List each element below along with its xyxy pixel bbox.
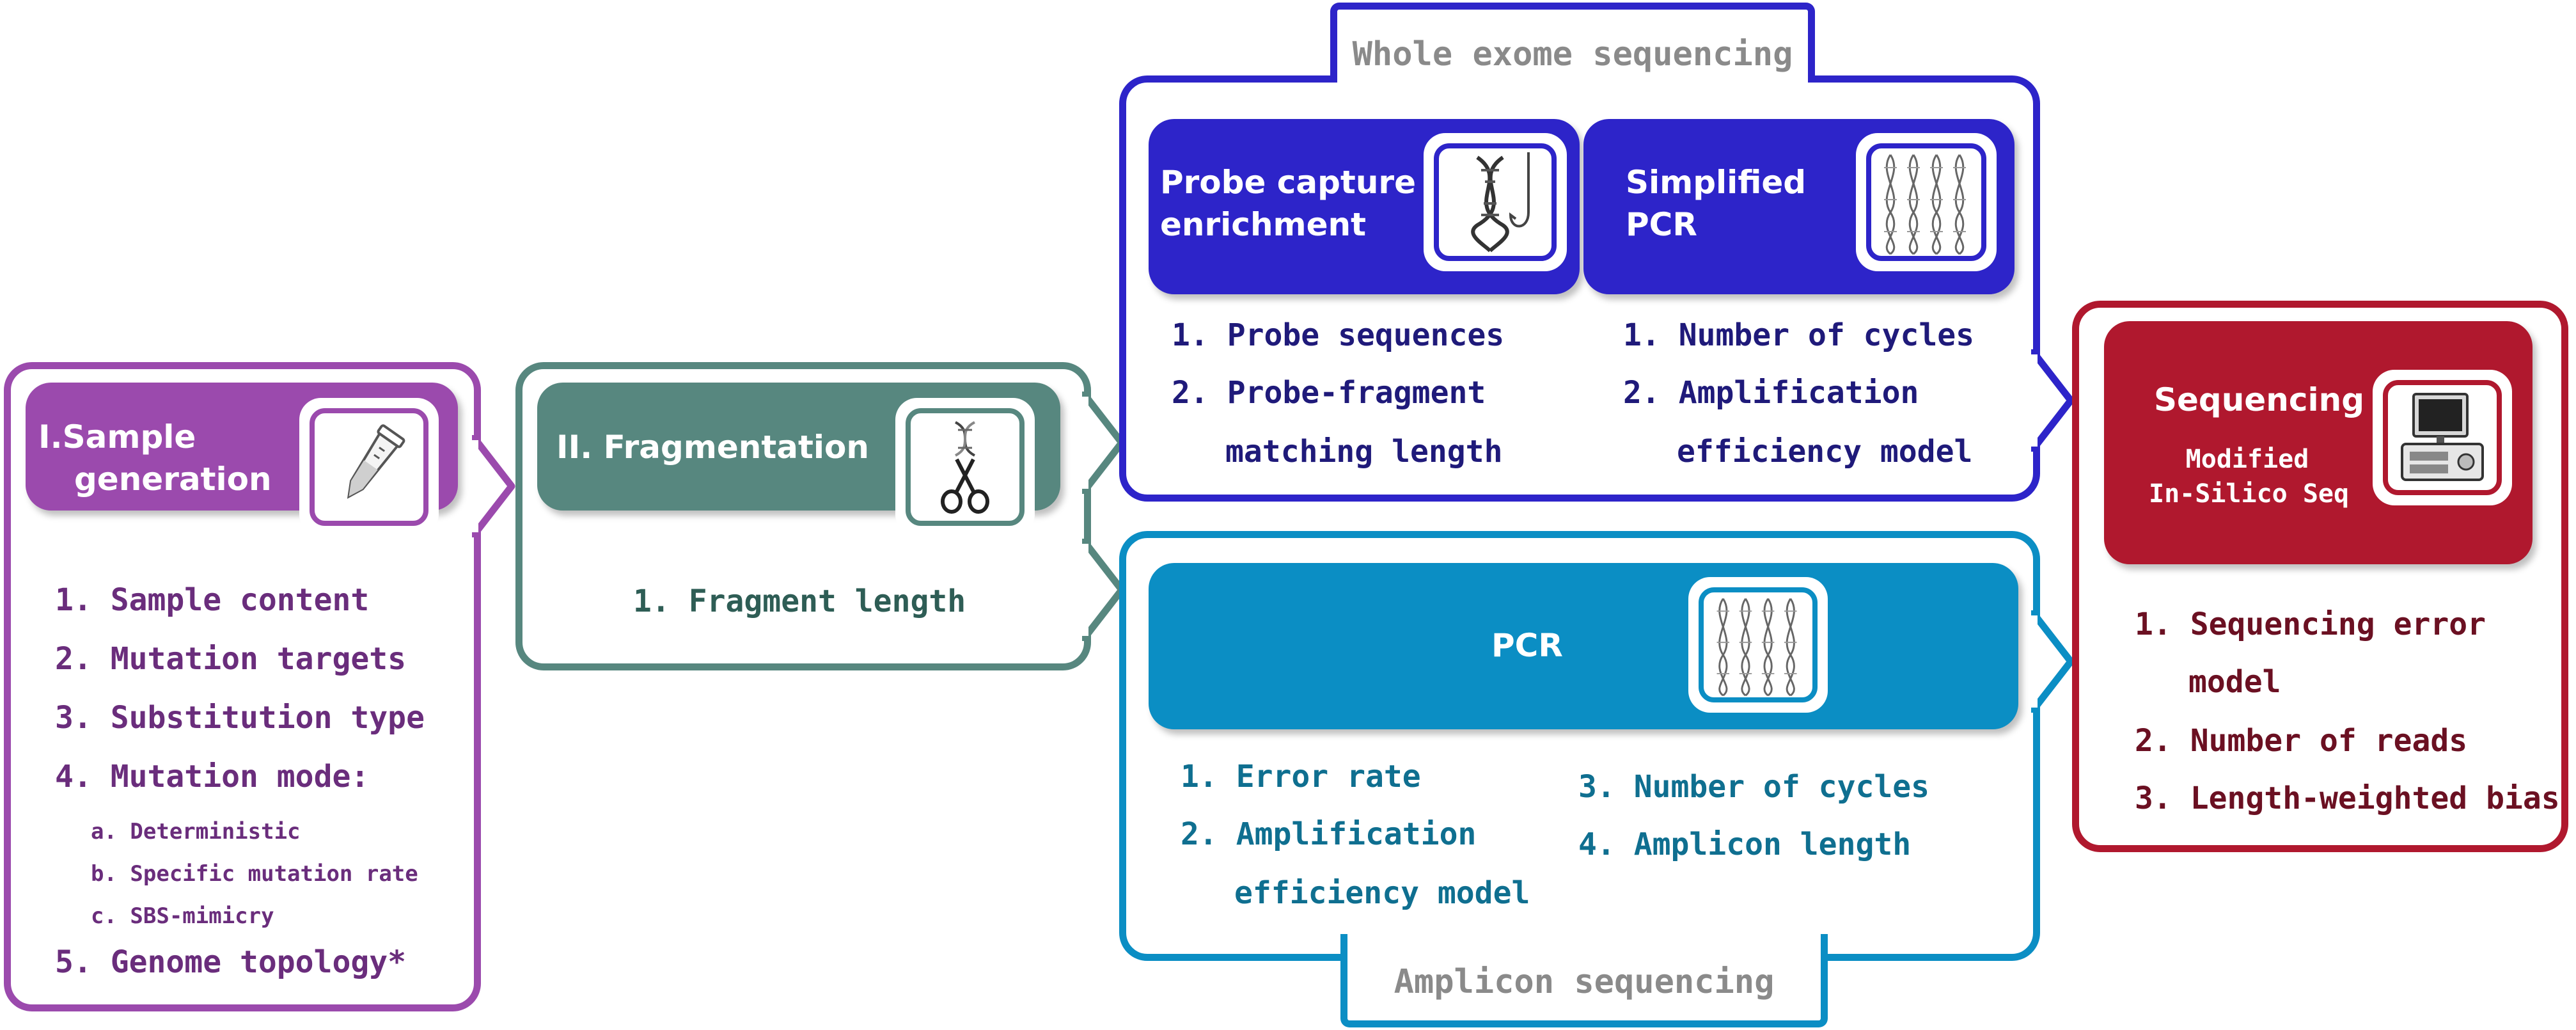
sample-item: 5. Genome topology* [55,944,407,980]
amplicon-item: 4. Amplicon length [1578,827,1912,862]
sample-subitem: b. Specific mutation rate [91,861,418,887]
amplicon-item: 3. Number of cycles [1578,769,1930,805]
sample-title-line2: generation [74,461,272,498]
sample-title-line1: Sample [62,418,196,456]
sample-item: 1. Sample content [55,582,370,618]
scissors-icon-frame [895,398,1035,536]
dna-strands-icon [1716,598,1797,697]
fragmentation-numeral: II. [556,429,593,466]
dna-hook-icon [1471,152,1530,253]
dna-strands-icon [1884,154,1966,255]
dna-strands-icon-frame-amplicon [1688,577,1828,713]
dna-hook-icon-frame [1424,133,1567,271]
sequencing-item: 2. Number of reads [2135,723,2468,759]
simplified-title-line1: Simplified [1626,164,1807,201]
sequencing-item-continued: model [2188,664,2281,700]
amplicon-pcr-header: PCR [1149,563,2018,729]
whole-exome-tab: Whole exome sequencing [1330,3,1815,90]
simplified-pcr-item: 2. Amplification [1623,375,1919,411]
amplicon-item-continued: efficiency model [1234,875,1530,911]
amplicon-label: Amplicon sequencing [1394,963,1775,1001]
probe-title-line1: Probe capture [1160,164,1416,201]
sample-item: 3. Substitution type [55,700,425,736]
sample-item: 4. Mutation mode: [55,759,370,795]
amplicon-item: 2. Amplification [1181,816,1477,852]
scissors-dna-icon [941,421,989,514]
sample-numeral: I. [38,418,63,456]
sequencing-subtitle-line1: Modified [2185,445,2309,474]
whole-exome-arrow [2031,349,2075,452]
sequencing-item: 1. Sequencing error [2135,606,2486,642]
amplicon-arrow [2031,610,2075,713]
sample-subitem: c. SBS-mimicry [91,903,274,929]
fragmentation-item: 1. Fragment length [633,583,966,619]
probe-item: 2. Probe-fragment [1172,375,1486,411]
sample-subitem: a. Deterministic [91,819,301,844]
tube-icon-frame [299,398,439,536]
probe-item-continued: matching length [1225,434,1503,470]
sample-arrow [472,435,515,537]
sequencer-icon-frame [2373,370,2512,505]
simplified-pcr-item: 1. Number of cycles [1623,317,1975,353]
fragmentation-arrow-upper [1082,392,1126,494]
sequencing-subtitle-line2: In-Silico Seq [2149,479,2350,509]
tube-icon [347,424,405,499]
fragmentation-title: Fragmentation [603,429,870,466]
simplified-title-line2: PCR [1626,206,1697,243]
amplicon-item: 1. Error rate [1181,759,1421,795]
probe-title-line2: enrichment [1160,206,1367,243]
probe-item: 1. Probe sequences [1172,317,1505,353]
whole-exome-label: Whole exome sequencing [1352,35,1793,74]
simplified-pcr-item-continued: efficiency model [1677,434,1973,470]
sample-item: 2. Mutation targets [55,641,407,677]
dna-strands-icon-frame-wes [1856,133,1997,271]
amplicon-pcr-title: PCR [1491,627,1563,664]
sequencer-icon [2401,393,2484,481]
sequencing-title: Sequencing [2154,381,2364,418]
fragmentation-arrow-lower [1082,539,1126,641]
sequencing-item: 3. Length-weighted bias [2135,780,2560,816]
